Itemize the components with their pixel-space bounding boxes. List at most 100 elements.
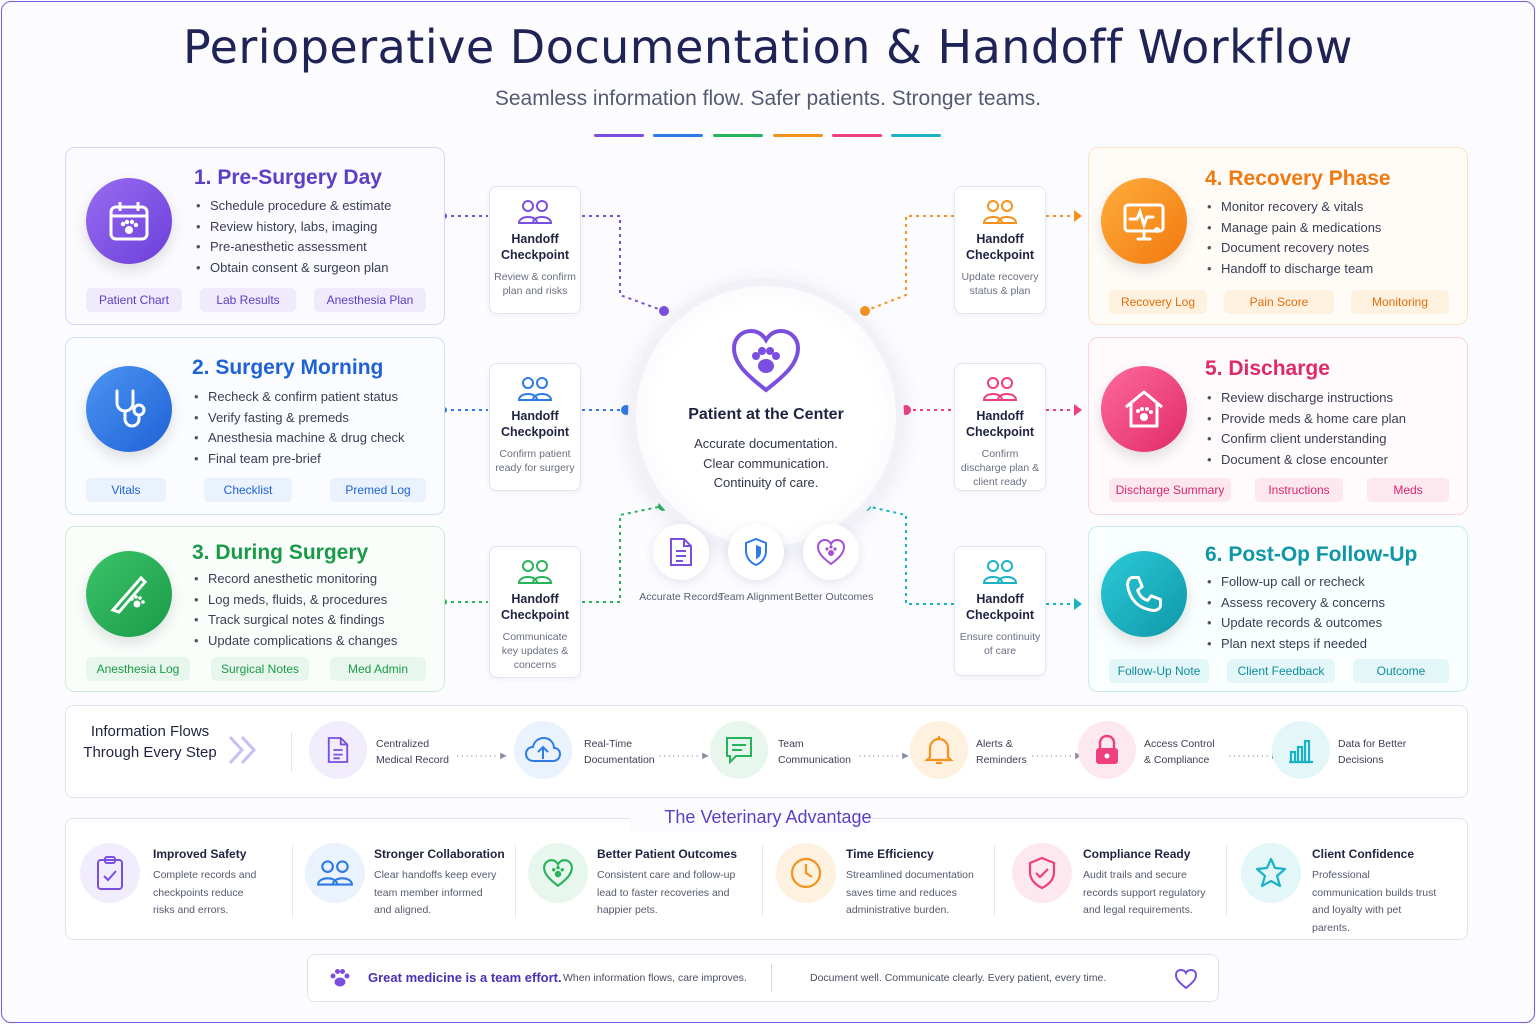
tag-instructions[interactable]: Instructions — [1255, 478, 1343, 502]
checkpoint-desc: Ensure continuity of care — [959, 631, 1041, 657]
advantage-item-desc: Streamlined documentation saves time and… — [846, 869, 974, 916]
footer-banner — [307, 954, 1219, 1002]
people-icon — [490, 199, 580, 225]
footer-text: When information flows, care improves. — [563, 972, 747, 984]
tag-premed-log[interactable]: Premed Log — [330, 478, 426, 502]
handoff-checkpoint-2[interactable]: Handoff Checkpoint Confirm patient ready… — [489, 363, 581, 491]
flow-step-label: Real-Time Documentation — [584, 738, 655, 766]
tag-client-feedback[interactable]: Client Feedback — [1227, 659, 1335, 683]
divider — [292, 845, 293, 917]
pillar-label: Better Outcomes — [794, 591, 874, 603]
accent-bar-pink — [832, 134, 882, 137]
center-text: Accurate documentation. Clear communicat… — [628, 434, 904, 493]
tag-recovery-log[interactable]: Recovery Log — [1109, 290, 1207, 314]
handoff-checkpoint-5[interactable]: Handoff Checkpoint Confirm discharge pla… — [954, 363, 1046, 491]
phase-card-pre-surgery[interactable]: 1. Pre-Surgery Day Schedule procedure & … — [65, 147, 445, 325]
checkpoint-title: Handoff Checkpoint — [500, 592, 570, 622]
tag-outcome[interactable]: Outcome — [1353, 659, 1449, 683]
calendar-paw-icon — [86, 178, 172, 264]
checkpoint-title: Handoff Checkpoint — [965, 232, 1035, 262]
phase-task-list: Follow-up call or recheck Assess recover… — [1207, 572, 1385, 654]
advantage-title: The Veterinary Advantage — [664, 807, 872, 827]
checkpoint-title: Handoff Checkpoint — [965, 592, 1035, 622]
advantage-item-title: Time Efficiency — [846, 847, 934, 861]
accent-bar-blue — [653, 134, 703, 137]
people-icon — [955, 199, 1045, 225]
center-title: Patient at the Center — [688, 406, 844, 423]
list-item: Anesthesia machine & drug check — [194, 428, 405, 449]
flow-step-label: Team Communication — [778, 738, 851, 766]
phase-title: 3. During Surgery — [192, 541, 369, 564]
lock-icon — [1078, 721, 1136, 779]
tag-meds[interactable]: Meds — [1367, 478, 1449, 502]
pillar-label: Accurate Records — [639, 591, 723, 603]
clock-icon — [776, 843, 836, 903]
tag-vitals[interactable]: Vitals — [86, 478, 166, 502]
handoff-checkpoint-3[interactable]: Handoff Checkpoint Communicate key updat… — [489, 546, 581, 678]
list-item: Document recovery notes — [1207, 238, 1381, 259]
tag-patient-chart[interactable]: Patient Chart — [86, 288, 182, 312]
handoff-checkpoint-6[interactable]: Handoff Checkpoint Ensure continuity of … — [954, 546, 1046, 676]
people-icon — [305, 843, 365, 903]
people-icon — [955, 559, 1045, 585]
tag-lab-results[interactable]: Lab Results — [200, 288, 296, 312]
handoff-checkpoint-4[interactable]: Handoff Checkpoint Update recovery statu… — [954, 186, 1046, 314]
tag-anesthesia-log[interactable]: Anesthesia Log — [86, 657, 190, 681]
flow-arrow: ·········► — [1228, 750, 1282, 762]
flow-step-label: Data for Better Decisions — [1338, 738, 1407, 766]
list-item: Review discharge instructions — [1207, 388, 1406, 409]
phase-card-recovery[interactable]: 4. Recovery Phase Monitor recovery & vit… — [1088, 147, 1468, 325]
list-item: Obtain consent & surgeon plan — [196, 258, 391, 279]
divider — [771, 964, 772, 992]
tag-med-admin[interactable]: Med Admin — [330, 657, 426, 681]
phase-title: 5. Discharge — [1205, 357, 1330, 380]
center-line: Clear communication. — [703, 455, 829, 471]
list-item: Confirm client understanding — [1207, 429, 1406, 450]
tag-checklist[interactable]: Checklist — [204, 478, 292, 502]
people-icon — [490, 559, 580, 585]
accent-bar-orange — [773, 134, 823, 137]
list-item: Final team pre-brief — [194, 449, 405, 470]
paw-icon — [328, 966, 352, 995]
flow-arrow: ·········► — [456, 750, 510, 762]
checkpoint-desc: Confirm discharge plan & client ready — [960, 448, 1040, 488]
divider — [1226, 845, 1227, 917]
tag-pain-score[interactable]: Pain Score — [1224, 290, 1334, 314]
advantage-item-title: Compliance Ready — [1083, 847, 1191, 861]
checkpoint-desc: Review & confirm plan and risks — [494, 271, 576, 297]
tag-surgical-notes[interactable]: Surgical Notes — [211, 657, 309, 681]
divider — [762, 845, 763, 917]
flow-title: Information Flows Through Every Step — [83, 723, 217, 761]
chat-icon — [710, 721, 768, 779]
phase-title: 1. Pre-Surgery Day — [194, 166, 382, 189]
tag-follow-up-note[interactable]: Follow-Up Note — [1109, 659, 1209, 683]
phase-card-surgery-morning[interactable]: 2. Surgery Morning Recheck & confirm pat… — [65, 337, 445, 515]
list-item: Monitor recovery & vitals — [1207, 197, 1381, 218]
clipboard-check-icon — [80, 843, 140, 903]
checkpoint-title: Handoff Checkpoint — [965, 409, 1035, 439]
phase-card-during-surgery[interactable]: 3. During Surgery Record anesthetic moni… — [65, 526, 445, 692]
footer-headline: Great medicine is a team effort. — [368, 970, 562, 985]
advantage-item-title: Client Confidence — [1312, 847, 1415, 861]
tag-monitoring[interactable]: Monitoring — [1351, 290, 1449, 314]
flow-arrow: ·········► — [658, 750, 712, 762]
phase-card-discharge[interactable]: 5. Discharge Review discharge instructio… — [1088, 337, 1468, 515]
accent-bar-teal — [891, 134, 941, 137]
tag-discharge-summary[interactable]: Discharge Summary — [1109, 478, 1231, 502]
phase-title: 6. Post-Op Follow-Up — [1205, 543, 1418, 566]
tag-anesthesia-plan[interactable]: Anesthesia Plan — [314, 288, 426, 312]
flow-step-label: Centralized Medical Record — [376, 738, 449, 766]
handoff-checkpoint-1[interactable]: Handoff Checkpoint Review & confirm plan… — [489, 186, 581, 314]
list-item: Pre-anesthetic assessment — [196, 237, 391, 258]
phone-icon — [1101, 551, 1187, 637]
list-item: Recheck & confirm patient status — [194, 387, 405, 408]
bell-icon — [910, 721, 968, 779]
bar-chart-icon — [1272, 721, 1330, 779]
heart-paw-icon — [528, 843, 588, 903]
phase-card-follow-up[interactable]: 6. Post-Op Follow-Up Follow-up call or r… — [1088, 526, 1468, 692]
checkpoint-desc: Communicate key updates & concerns — [501, 631, 569, 671]
list-item: Handoff to discharge team — [1207, 259, 1381, 280]
page-title: Perioperative Documentation & Handoff Wo… — [182, 20, 1354, 74]
list-item: Verify fasting & premeds — [194, 408, 405, 429]
advantage-item-title: Better Patient Outcomes — [597, 847, 738, 861]
